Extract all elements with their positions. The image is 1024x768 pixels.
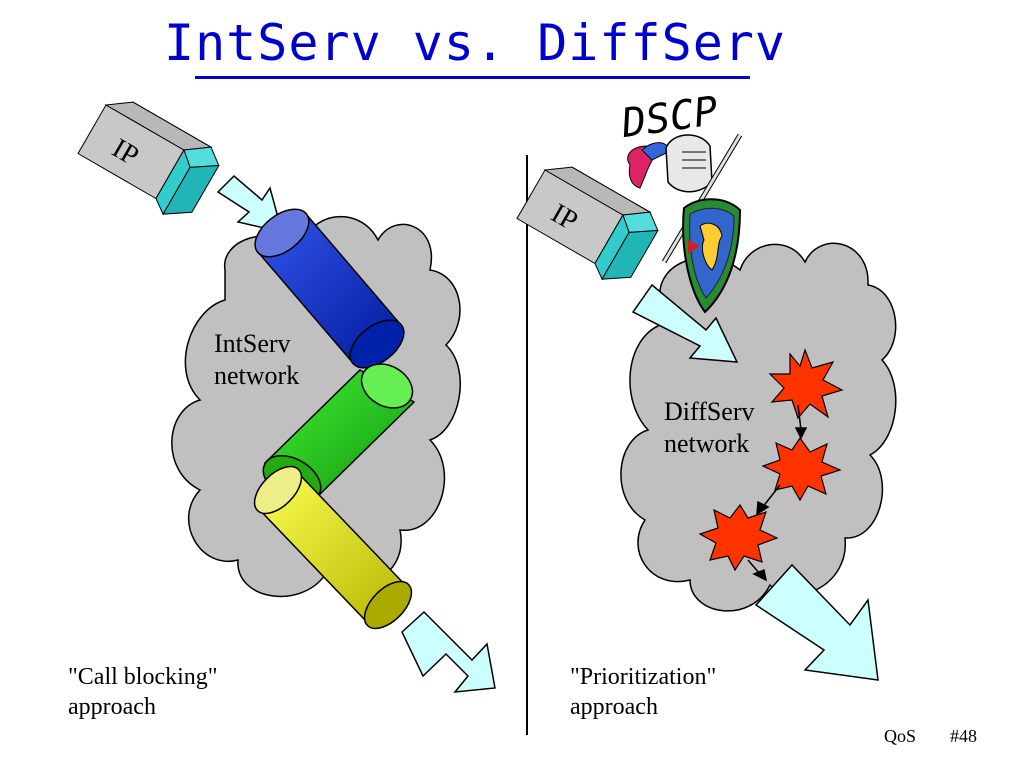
dscp-text: DSCP xyxy=(618,88,721,147)
knight-icon xyxy=(627,133,743,314)
intserv-label-line1: IntServ xyxy=(214,329,291,358)
intserv-label-line2: network xyxy=(214,361,299,390)
burst-2 xyxy=(761,436,842,502)
arrow-into-diffserv xyxy=(631,283,739,363)
slide-title: IntServ vs. DiffServ xyxy=(163,14,787,72)
arrow-out-intserv xyxy=(401,610,496,693)
caption-right-line1: "Prioritization" xyxy=(570,664,717,690)
arrow-out-diffserv xyxy=(754,563,879,681)
burst-3 xyxy=(698,503,779,572)
arrow-into-intserv xyxy=(216,174,284,234)
pipe-blue xyxy=(254,208,405,369)
ip-packet-right: IP xyxy=(516,166,659,281)
caption-left-line2: approach xyxy=(68,694,156,720)
footer-course: QoS xyxy=(884,726,917,746)
pipe-yellow xyxy=(253,465,413,630)
caption-right-line2: approach xyxy=(570,694,658,720)
diffserv-label-line1: DiffServ xyxy=(664,397,755,426)
diffserv-label-line2: network xyxy=(664,429,749,458)
ip-packet-left: IP xyxy=(77,101,220,216)
caption-right: "Prioritization" approach xyxy=(570,662,716,722)
flow-arrows xyxy=(747,404,808,582)
dscp-label: DSCP xyxy=(618,88,721,147)
footer-slide-number: #48 xyxy=(950,726,977,746)
title-underline xyxy=(195,76,750,79)
caption-left: "Call blocking" approach xyxy=(68,662,218,722)
burst-1 xyxy=(768,348,844,420)
caption-left-line1: "Call blocking" xyxy=(68,664,218,690)
